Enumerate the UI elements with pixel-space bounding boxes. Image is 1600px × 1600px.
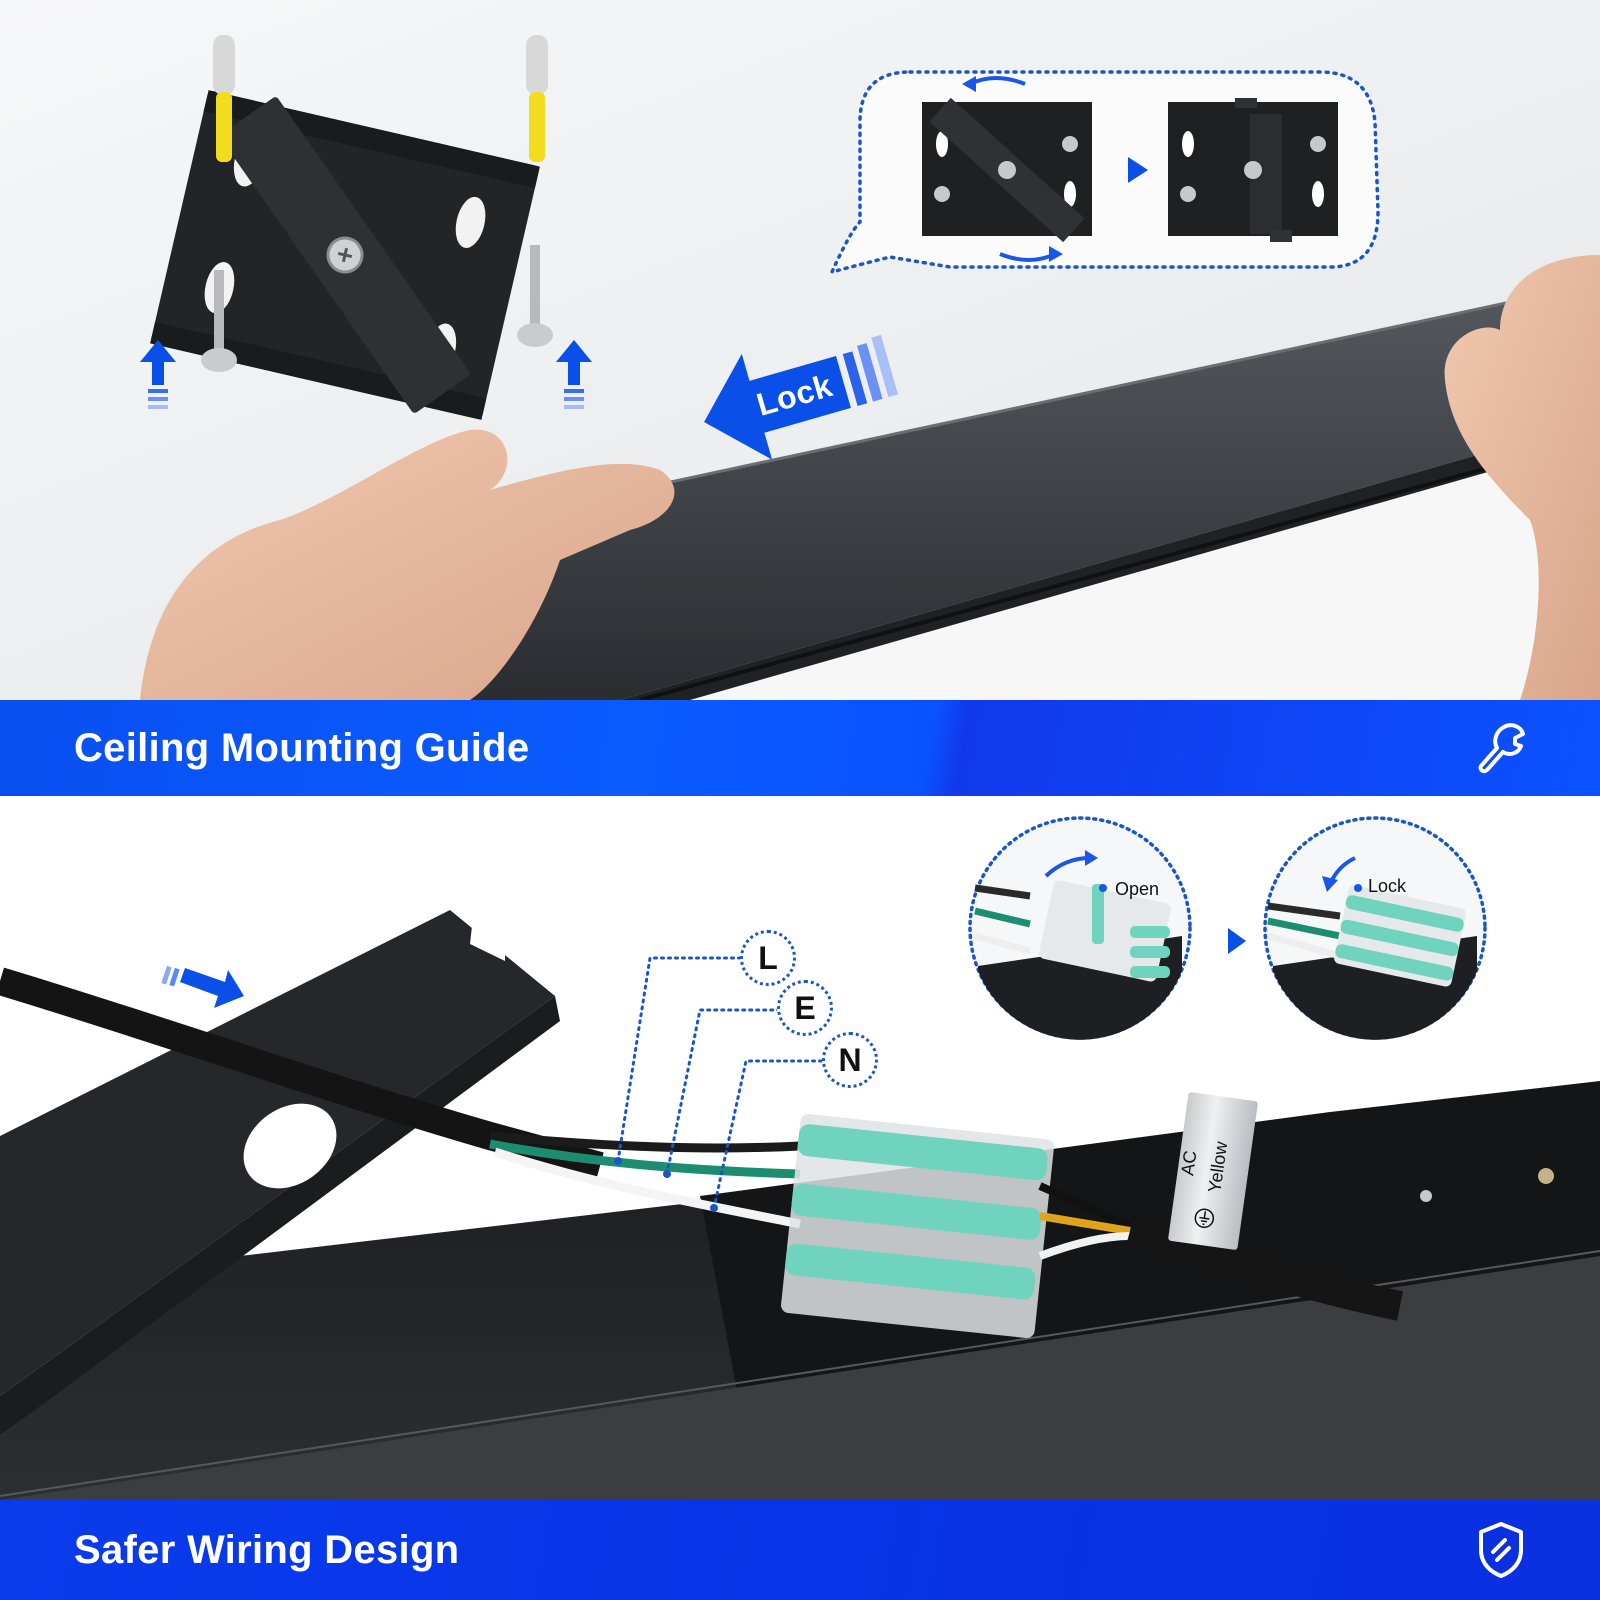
wrench-icon xyxy=(1470,717,1532,779)
shield-icon xyxy=(1470,1519,1532,1581)
safer-wiring-title: Safer Wiring Design xyxy=(74,1527,460,1572)
play-arrow-icon xyxy=(1128,157,1148,183)
ground-symbol-icon xyxy=(1194,1208,1215,1229)
bracket-locked-icon xyxy=(1168,98,1338,242)
push-arrow-icon xyxy=(161,965,244,1008)
ceiling-mounting-image: Lock xyxy=(0,0,1600,700)
connector-open-label: Open xyxy=(1115,879,1160,899)
connector-open-detail xyxy=(968,816,1192,1040)
wire-label-earth: E xyxy=(777,980,833,1036)
wire-connector-block xyxy=(781,1114,1054,1339)
play-arrow-icon xyxy=(1228,928,1246,954)
wire-label-neutral: N xyxy=(822,1032,878,1088)
safer-wiring-banner: Safer Wiring Design xyxy=(0,1500,1600,1600)
wire-label-live: L xyxy=(740,930,796,986)
left-arrow-icon xyxy=(704,353,851,460)
tape-ac-text: AC xyxy=(1177,1149,1201,1177)
wiring-illustration xyxy=(0,816,1600,1500)
lock-direction-arrow: Lock xyxy=(689,311,921,475)
tape-yellow-text: Yellow xyxy=(1204,1140,1232,1194)
connector-lock-label: Lock xyxy=(1368,876,1407,896)
safer-wiring-image: Open Lock L E N AC Yellow xyxy=(0,796,1600,1500)
ceiling-mounting-banner: Ceiling Mounting Guide xyxy=(0,700,1600,796)
ceiling-mounting-illustration xyxy=(140,35,1600,700)
connector-lock-detail xyxy=(1263,816,1487,1040)
up-arrow-icon-left xyxy=(140,340,176,409)
up-arrow-icon-right xyxy=(556,340,592,409)
bracket-rotation-callout xyxy=(828,62,1390,277)
bracket-unlocked-icon xyxy=(922,76,1092,262)
cable-tape-label: AC Yellow xyxy=(1167,1091,1259,1251)
ceiling-mounting-title: Ceiling Mounting Guide xyxy=(74,725,530,770)
